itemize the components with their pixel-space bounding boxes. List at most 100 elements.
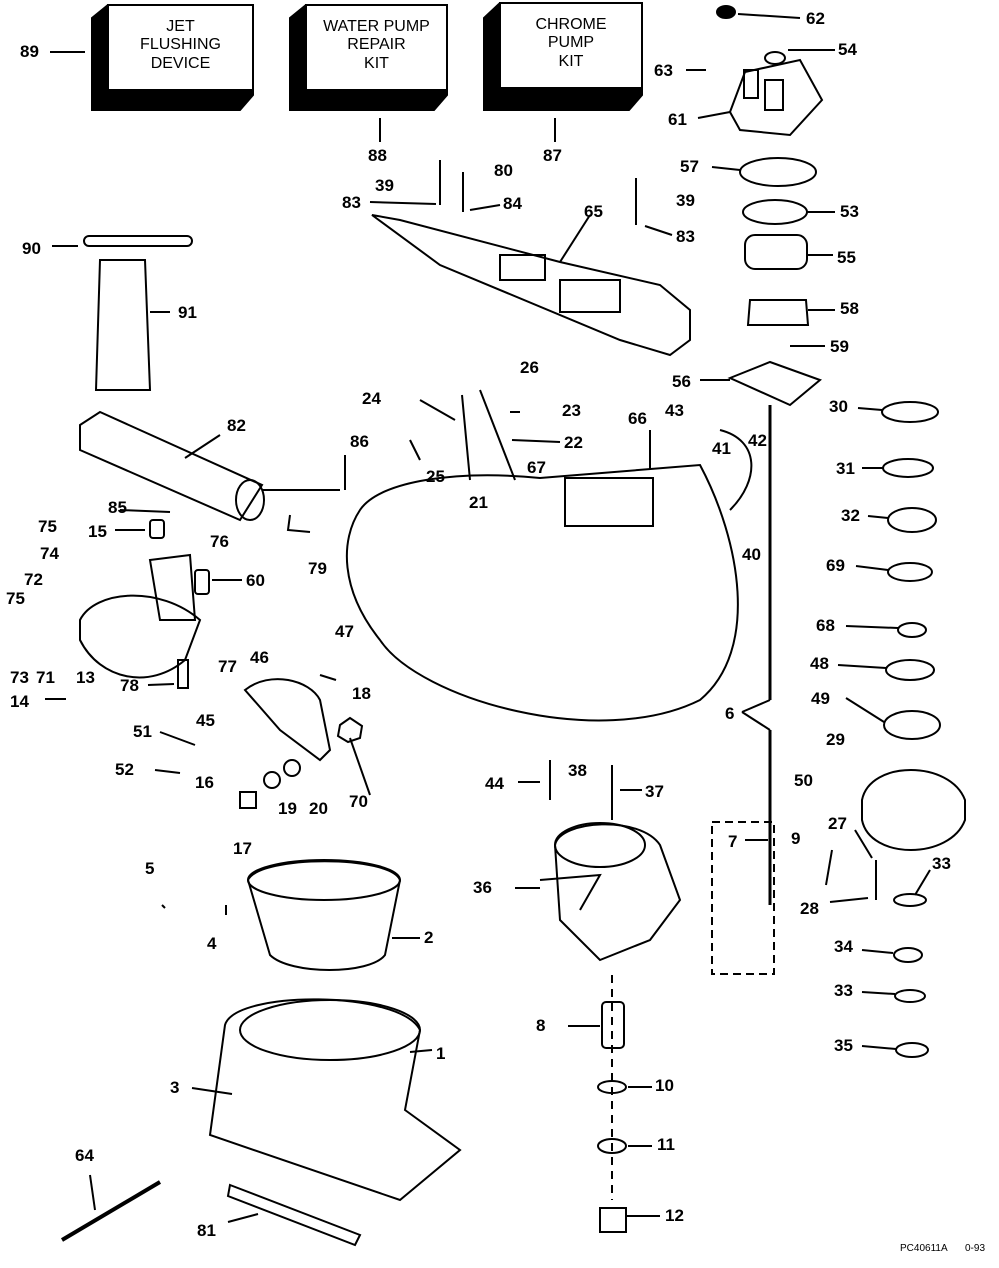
callout: 26 [520,358,539,377]
callout: 24 [362,389,381,408]
callout: 71 [36,668,55,687]
callout: 73 [10,668,29,687]
callout: 12 [665,1206,684,1225]
part-67 [564,477,654,527]
callout: 85 [108,498,127,517]
callout: 77 [218,657,237,676]
callout: 21 [469,493,488,512]
kit-line: DEVICE [150,54,211,72]
callout: 49 [811,689,830,708]
callout: 33 [834,981,853,1000]
callout: 61 [668,110,687,129]
callout: 67 [527,458,546,477]
callout: 74 [40,544,59,563]
callout: 58 [840,299,859,318]
callout: 60 [246,571,265,590]
callout: 18 [352,684,371,703]
callout: 70 [349,792,368,811]
kit-box-jet-flushing [91,4,254,111]
callout: 6 [725,704,735,723]
callout: 45 [196,711,215,730]
callout: 86 [350,432,369,451]
callout: 17 [233,839,252,858]
nut-12 [599,1207,627,1233]
flush-adapter [83,235,193,391]
callout: 52 [115,760,134,779]
bracket-76 [79,594,202,679]
callout: 83 [676,227,695,246]
callout: 28 [800,899,819,918]
callout: 33 [932,854,951,873]
kit-line: KIT [364,54,389,72]
callout: 35 [834,1036,853,1055]
callout: 47 [335,622,354,641]
callout: 75 [38,517,57,536]
drawing-code: PC40611A [900,1243,948,1254]
callout: 23 [562,401,581,420]
callout: 39 [375,176,394,195]
callout: 65 [584,202,603,221]
callout: 13 [76,668,95,687]
kit-line: CHROME [535,16,607,33]
callout: 16 [195,773,214,792]
callout: 19 [278,799,297,818]
callout: 3 [170,1078,180,1097]
callout: 59 [830,337,849,356]
callout: 22 [564,433,583,452]
callout: 56 [672,372,691,391]
callout: 76 [210,532,229,551]
callout: 40 [742,545,761,564]
callout: 9 [791,829,801,848]
callout: 11 [657,1135,675,1154]
callout: 34 [834,937,853,956]
gasket-57 [739,157,817,187]
callout: 31 [836,459,855,478]
callout: 20 [309,799,328,818]
callout: 75 [6,589,25,608]
tube-82 [79,410,264,522]
callout: 55 [837,248,856,267]
callout: 57 [680,157,699,176]
callout: 48 [810,654,829,673]
adapter-plate [371,214,691,357]
nozzle-ring [246,860,402,971]
callout: 87 [543,146,562,165]
callout: 84 [503,194,522,213]
callout: 72 [24,570,43,589]
callout: 14 [10,692,29,711]
callout: 37 [645,782,664,801]
callout: 36 [473,878,492,897]
kit-label-water-pump-repair-kit: WATER PUMP REPAIR KIT [306,18,447,73]
bearing-housing-50 [861,769,966,851]
callout: 39 [676,191,695,210]
kit-label-chrome-pump-kit: CHROME PUMP KIT [500,16,642,71]
callout: 4 [207,934,217,953]
callout: 53 [840,202,859,221]
pump-cover [716,5,824,137]
callout: 69 [826,556,845,575]
callout: 81 [197,1221,216,1240]
callout: 25 [426,467,445,486]
callout: 8 [536,1016,546,1035]
kit-line: PUMP [547,34,595,52]
callout: 44 [485,774,504,793]
callout: 15 [88,522,107,541]
callout: 79 [308,559,327,578]
callout: 91 [178,303,197,322]
kit-line: KIT [558,52,584,70]
callout: 78 [120,676,139,695]
callout: 5 [145,859,155,878]
callout: 62 [806,9,825,28]
callout: 41 [712,439,731,458]
kit-box-chrome-pump [483,2,643,111]
callout: 64 [75,1146,94,1165]
callout: 2 [424,928,434,947]
callout: 46 [250,648,269,667]
callout: 30 [829,397,848,416]
callout: 38 [568,761,587,780]
callout: 10 [655,1076,674,1095]
kit-line: REPAIR [347,36,406,54]
callout: 83 [342,193,361,212]
lever-70 [243,678,332,762]
jet-housing [345,463,739,722]
